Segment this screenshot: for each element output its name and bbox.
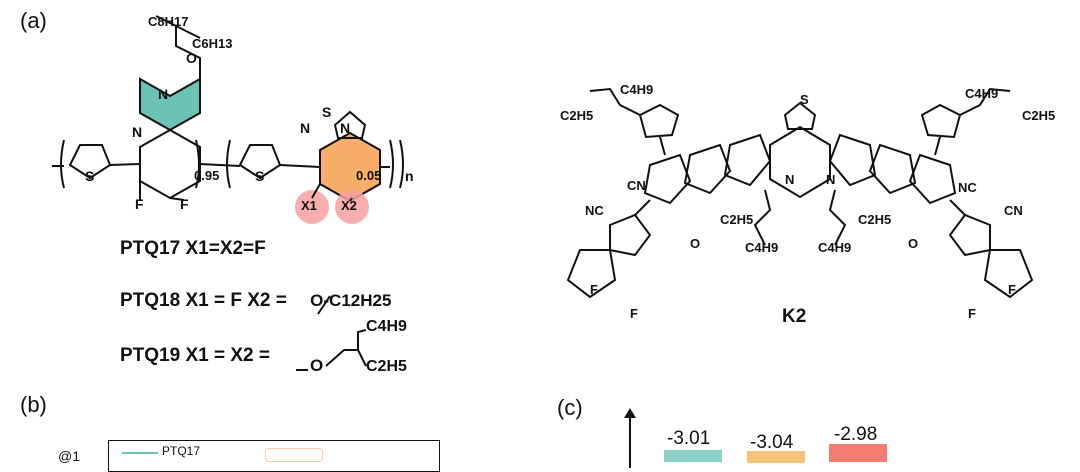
compound-chain: O-C12H25 (310, 291, 392, 310)
panel-b-legend-line (122, 452, 158, 454)
subscript-005: 0.05 (356, 168, 382, 183)
k2-n-left: N (785, 172, 795, 187)
panel-label-c: (c) (557, 395, 583, 420)
panel-c-value-2: -3.04 (750, 432, 794, 453)
k2-nc-right: NC (958, 180, 977, 195)
atom-n-top: N (158, 86, 169, 102)
k2-c4h9-left: C4H9 (620, 82, 654, 97)
ptq18-chain-bond (317, 295, 331, 315)
compound-ptq19: PTQ19 X1 = X2 = (120, 345, 270, 367)
compound-def: X1 = X2 = (185, 345, 270, 366)
chain-c6h13: C6H13 (192, 36, 233, 51)
k2-c2h5-n-left: C2H5 (720, 212, 754, 227)
k2-name: K2 (782, 306, 807, 327)
k2-nc-left: NC (585, 203, 604, 218)
label-x2: X2 (341, 198, 357, 213)
compound-name: PTQ17 (120, 238, 181, 259)
benzo-ring-left (139, 128, 201, 200)
atom-s-btd: S (322, 104, 332, 120)
panel-c-value-1: -3.01 (667, 428, 711, 449)
compound-ptq17: PTQ17 X1=X2=F (120, 238, 266, 260)
k2-f-4: F (968, 306, 976, 321)
k2-c4h9-right: C4H9 (965, 86, 999, 101)
atom-f-2: F (180, 196, 189, 212)
compound-def: X1 = F X2 = (185, 290, 287, 311)
chain-c8h17: C8H17 (148, 14, 189, 29)
k2-structure (566, 87, 1034, 299)
k2-n-right: N (826, 172, 836, 187)
compound-def: X1=X2=F (185, 238, 266, 259)
k2-c4h9-n-left: C4H9 (745, 240, 779, 255)
panel-label-a: (a) (20, 8, 47, 33)
x1-marker (295, 190, 329, 224)
k2-c2h5-left: C2H5 (560, 108, 594, 123)
x2-marker (335, 190, 369, 224)
k2-c2h5-n-right: C2H5 (858, 212, 892, 227)
atom-o: O (186, 50, 197, 66)
atom-s-left: S (85, 168, 95, 184)
atom-n-left: N (132, 124, 143, 140)
panel-c-axis (624, 408, 636, 468)
panel-b-legend-ptq17: PTQ17 (162, 444, 201, 458)
thiadiazole-ring (333, 110, 367, 139)
panel-c-bar-3 (829, 444, 887, 462)
pyrazine-ring (140, 79, 200, 130)
panel-c-bar-1 (664, 450, 722, 462)
panel-label-b: (b) (20, 392, 47, 417)
panel-b-axis-glyph: @1 (58, 448, 80, 464)
k2-f-2: F (630, 306, 638, 321)
k2-o-right: O (908, 236, 919, 251)
subscript-095: 0.95 (194, 168, 220, 183)
atom-s-mid: S (255, 168, 265, 184)
k2-f-1: F (590, 282, 598, 297)
k2-f-3: F (1008, 282, 1016, 297)
atom-n-btd-2: N (340, 120, 351, 136)
k2-o-left: O (690, 236, 701, 251)
k2-cn-left: CN (627, 178, 646, 193)
label-x1: X1 (301, 198, 317, 213)
ptq19-chain-a: C4H9 (366, 318, 407, 335)
polymer-structure (52, 15, 404, 224)
thiophene-middle (238, 144, 282, 180)
compound-name: PTQ19 (120, 345, 181, 366)
panel-c-value-3: -2.98 (834, 424, 878, 445)
atom-n-btd-1: N (300, 120, 311, 136)
k2-c2h5-right: C2H5 (1022, 108, 1056, 123)
ptq19-chain-bonds (296, 329, 367, 371)
k2-cn-right: CN (1004, 203, 1023, 218)
subscript-n: n (405, 168, 414, 184)
k2-s-core: S (800, 92, 809, 107)
ptq19-chain-o: O (310, 356, 324, 375)
compound-name: PTQ18 (120, 290, 181, 311)
thiophene-left (68, 144, 112, 180)
atom-f-1: F (135, 196, 144, 212)
ptq19-chain-b: C2H5 (366, 358, 407, 375)
k2-c4h9-n-right: C4H9 (818, 240, 852, 255)
compound-ptq18: PTQ18 X1 = F X2 = O-C12H25 (120, 290, 391, 312)
